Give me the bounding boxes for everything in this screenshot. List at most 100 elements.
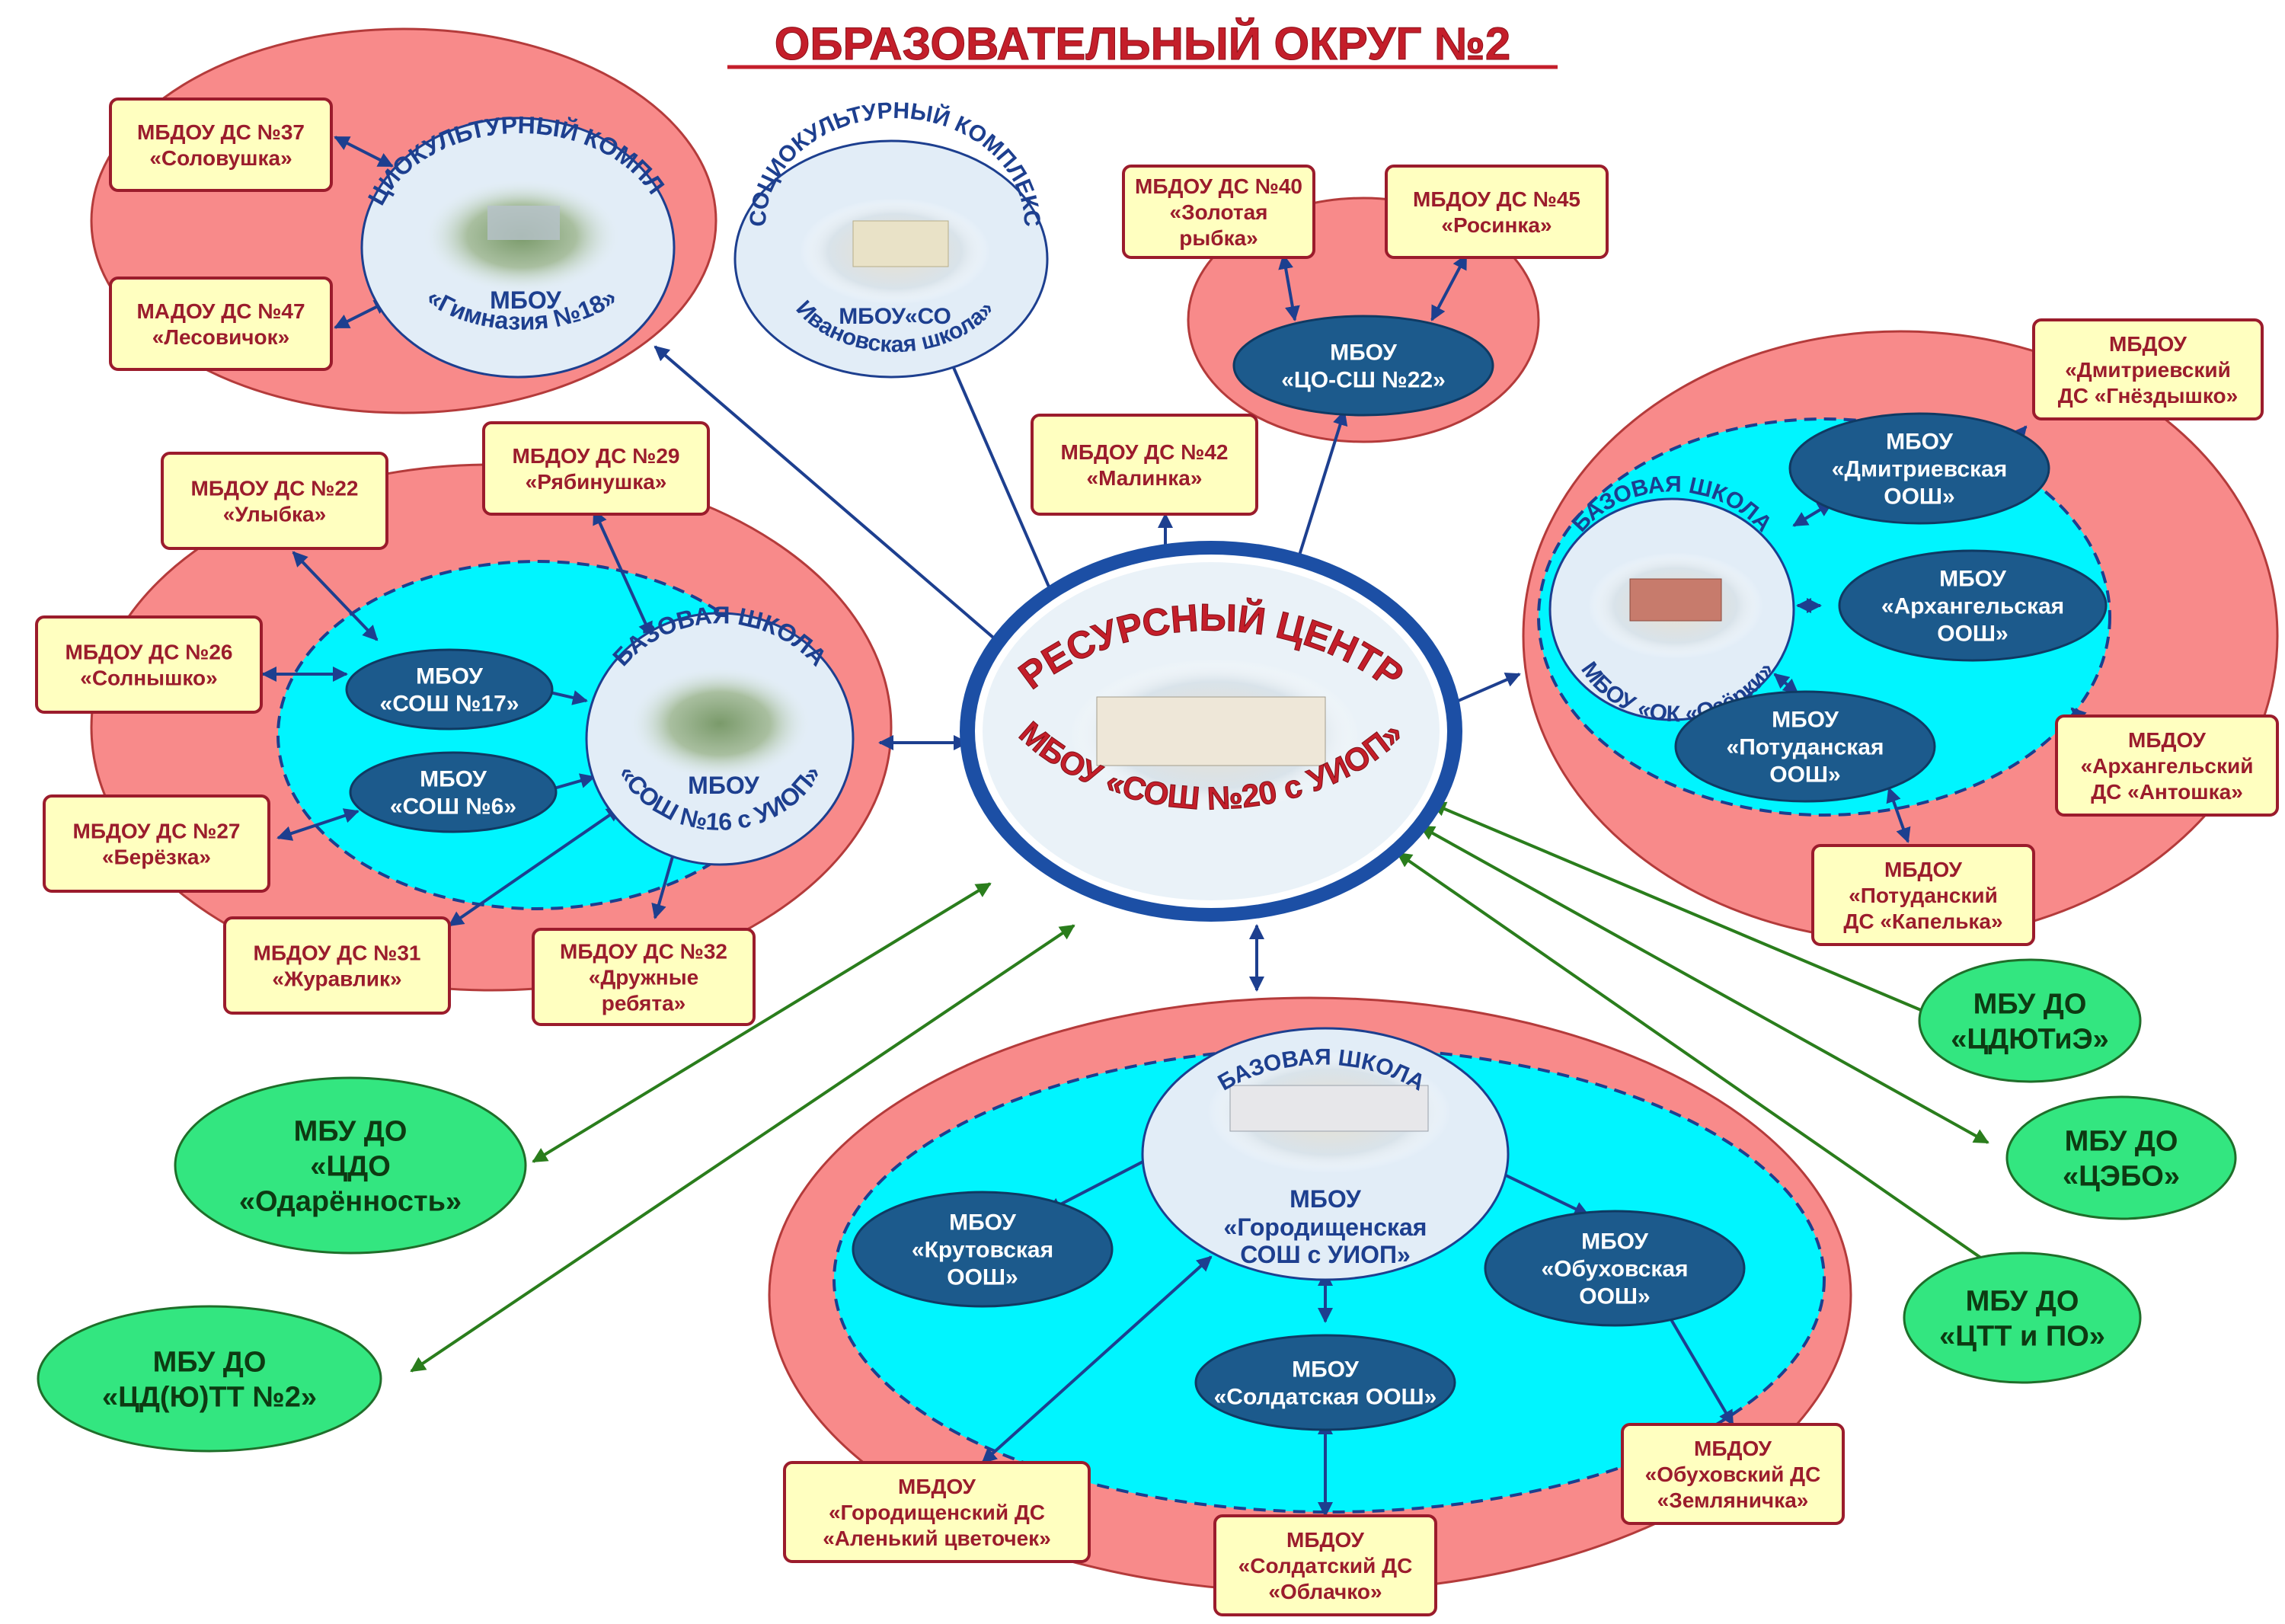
label-line: «Дмитриевская <box>1832 457 2007 482</box>
label-line: «Рябинушка» <box>526 470 667 494</box>
label-line: ООШ» <box>1769 762 1841 788</box>
center-shape <box>37 1305 382 1453</box>
label-line: МБОУ <box>1330 340 1397 366</box>
kindergarten-box <box>1385 165 1609 259</box>
school-sold[interactable]: МБОУ«Солдатская ООШ» <box>1194 1334 1456 1431</box>
label-line: «Улыбка» <box>223 502 326 526</box>
kindergarten-k29[interactable]: МБДОУ ДС №29«Рябинушка» <box>482 421 710 516</box>
label-line: МБДОУ <box>1884 858 1962 881</box>
kindergarten-box <box>1621 1423 1845 1525</box>
label-line: МБУ ДО <box>1973 988 2087 1020</box>
label-line: «Солдатская ООШ» <box>1214 1385 1437 1410</box>
kindergarten-k27[interactable]: МБДОУ ДС №27«Берёзка» <box>43 794 270 893</box>
label-line: МБДОУ <box>2109 332 2187 356</box>
label-line: МБОУ <box>420 767 487 792</box>
center-shape <box>2005 1095 2237 1220</box>
label-line: «СОШ №6» <box>390 794 516 820</box>
label-line: МБУ ДО <box>153 1346 267 1378</box>
center-ctt[interactable]: МБУ ДО«ЦТТ и ПО» <box>1903 1252 2142 1384</box>
label-line: «Малинка» <box>1087 466 1203 490</box>
base-bottom-line1: МБОУ <box>1290 1185 1362 1213</box>
label-line: МБДОУ <box>1694 1437 1772 1460</box>
base-bottom-line2: «Городищенская <box>1224 1213 1427 1241</box>
school-shape <box>1838 549 2108 662</box>
label-line: МБДОУ ДС №22 <box>191 476 359 500</box>
kindergarten-box <box>1122 165 1315 259</box>
center-shape <box>174 1076 527 1255</box>
label-line: рыбка» <box>1179 226 1258 250</box>
school-s6[interactable]: МБОУ«СОШ №6» <box>349 751 558 833</box>
label-line: «Дмитриевский <box>2065 358 2231 382</box>
label-line: «ЦДЮТиЭ» <box>1951 1023 2109 1055</box>
building-icon <box>1229 1085 1429 1132</box>
label-line: «Потуданский <box>1849 884 1998 907</box>
school-shape <box>1484 1210 1746 1327</box>
base-bottom-line3: СОШ с УИОП» <box>1240 1241 1411 1268</box>
label-line: «Архангельский <box>2081 754 2254 778</box>
kindergarten-box <box>2032 318 2264 420</box>
school-s17[interactable]: МБОУ «СОШ №17» <box>345 648 554 730</box>
label-line: МАДОУ ДС №47 <box>136 299 305 323</box>
label-line: МБДОУ ДС №40 <box>1135 174 1302 198</box>
label-line: «Берёзка» <box>102 845 211 868</box>
label-line: ООШ» <box>1884 484 1955 510</box>
kindergarten-k22[interactable]: МБДОУ ДС №22«Улыбка» <box>161 452 388 550</box>
label-line: «Обуховский ДС <box>1645 1463 1821 1486</box>
kindergarten-kobukh[interactable]: МБДОУ«Обуховский ДС«Земляничка» <box>1621 1423 1845 1525</box>
label-line: МБОУ <box>416 664 483 689</box>
center-cebo[interactable]: МБУ ДО«ЦЭБО» <box>2005 1095 2237 1220</box>
label-line: МБДОУ <box>898 1475 976 1498</box>
label-line: МБДОУ ДС №45 <box>1413 187 1580 211</box>
kindergarten-box <box>1031 414 1258 516</box>
schools-group: МБОУ«СОШ №17»МБОУ«СОШ №6»МБОУ«ЦО-СШ №22»… <box>345 315 2108 1431</box>
center-cdutt[interactable]: МБУ ДО«ЦД(Ю)ТТ №2» <box>37 1305 382 1453</box>
label-line: МБОУ <box>1772 708 1839 733</box>
label-line: ООШ» <box>1937 622 2009 647</box>
label-line: МБУ ДО <box>2065 1125 2178 1157</box>
kindergarten-box <box>223 916 451 1015</box>
label-line: «СОШ №17» <box>380 692 519 717</box>
school-co22[interactable]: МБОУ«ЦО-СШ №22» <box>1232 315 1494 417</box>
kindergarten-k26[interactable]: МБДОУ ДС №26«Солнышко» <box>35 615 263 714</box>
kindergarten-box <box>43 794 270 893</box>
center-cdo[interactable]: МБУ ДО«ЦДО«Одарённость» <box>174 1076 527 1255</box>
label-line: ДС «Антошка» <box>2091 780 2243 804</box>
building-icon <box>852 220 949 267</box>
center-cdyut[interactable]: МБУ ДО«ЦДЮТиЭ» <box>1918 958 2142 1083</box>
label-line: «Дружные <box>589 965 698 989</box>
label-line: ДС «Капелька» <box>1843 910 2002 933</box>
label-line: МБДОУ ДС №31 <box>254 941 421 964</box>
kindergarten-kgor[interactable]: МБДОУ«Городищенский ДС«Аленький цветочек… <box>783 1461 1091 1563</box>
label-line: МБУ ДО <box>294 1115 407 1147</box>
school-shape <box>1674 690 1936 803</box>
kindergarten-k37[interactable]: МБДОУ ДС №37«Соловушка» <box>109 98 333 192</box>
kindergarten-k31[interactable]: МБДОУ ДС №31 «Журавлик» <box>223 916 451 1015</box>
label-line: «Солнышко» <box>80 666 217 689</box>
label-line: ООШ» <box>947 1265 1018 1290</box>
label-line: «Журавлик» <box>272 967 401 990</box>
kindergarten-ksold[interactable]: МБДОУ«Солдатский ДС«Облачко» <box>1213 1514 1437 1616</box>
label-line: «ЦДО <box>310 1150 391 1182</box>
school-shape <box>1194 1334 1456 1431</box>
kindergarten-k42[interactable]: МБДОУ ДС №42«Малинка» <box>1031 414 1258 516</box>
label-line: МБОУ <box>1886 430 1953 455</box>
kindergarten-kpotud[interactable]: МБДОУ «Потуданский ДС «Капелька» <box>1811 844 2035 946</box>
socio-gymnasium-line1: МБОУ <box>490 286 562 314</box>
label-line: МБОУ <box>949 1210 1016 1236</box>
center-shape <box>1903 1252 2142 1384</box>
socio-ivanovskaya-line1: МБОУ«СО <box>839 304 951 329</box>
building-icon <box>487 206 560 240</box>
kindergarten-k45[interactable]: МБДОУ ДС №45«Росинка» <box>1385 165 1609 259</box>
label-line: МБДОУ <box>1286 1528 1364 1552</box>
kindergarten-k47[interactable]: МАДОУ ДС №47«Лесовичок» <box>109 277 333 371</box>
